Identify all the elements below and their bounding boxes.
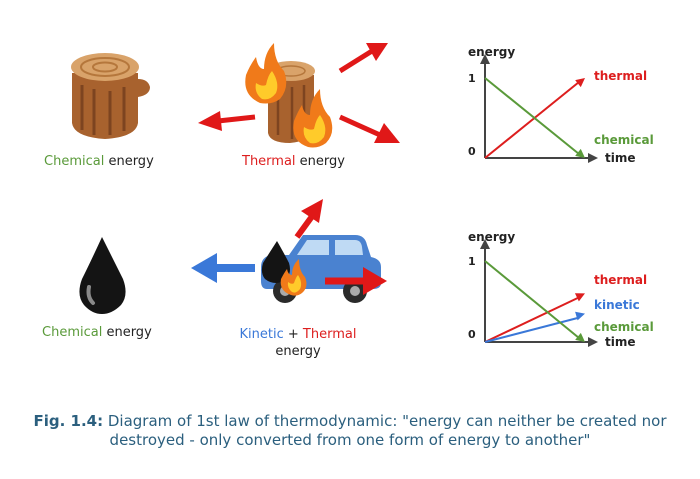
graph2-series-chemical bbox=[485, 261, 579, 338]
oil-energy-label: Chemical energy bbox=[42, 325, 152, 340]
car-energy-plus: + bbox=[284, 327, 303, 342]
graph1-y-axis-label: energy bbox=[468, 45, 515, 59]
car-energy-label: Kinetic + Thermal energy bbox=[236, 326, 360, 360]
oil-energy-type: Chemical bbox=[42, 325, 102, 340]
graph1-label-thermal: thermal bbox=[594, 69, 647, 83]
graph1-tick-origin: 0 bbox=[468, 145, 476, 158]
energy-graph-2: energy 1 0 time thermal kinetic chemical bbox=[430, 225, 670, 360]
oil-energy-word: energy bbox=[102, 325, 151, 340]
caption-text: Diagram of 1st law of thermodynamic: "en… bbox=[103, 412, 666, 449]
burning-log-diagram bbox=[190, 35, 405, 155]
graph1-arrowhead-chemical bbox=[575, 149, 585, 158]
graph2-tick-origin: 0 bbox=[468, 328, 476, 341]
oil-drop-icon bbox=[75, 235, 130, 315]
energy-graph-1: energy 1 0 time thermal chemical bbox=[430, 40, 670, 175]
car-energy-thermal: Thermal bbox=[303, 327, 357, 342]
graph1-series-thermal bbox=[485, 82, 579, 158]
car-diagram bbox=[185, 195, 400, 320]
wood-energy-type: Chemical bbox=[44, 154, 104, 169]
wood-energy-word: energy bbox=[104, 154, 153, 169]
graph2-series-thermal bbox=[485, 297, 579, 342]
kinetic-arrow-icon bbox=[191, 253, 255, 283]
wood-log-icon bbox=[60, 45, 155, 145]
graph2-arrowhead-thermal bbox=[575, 293, 585, 301]
graph1-x-axis-label: time bbox=[605, 151, 636, 165]
graph2-series-kinetic bbox=[485, 318, 579, 342]
graph2-label-chemical: chemical bbox=[594, 320, 654, 334]
car-energy-word: energy bbox=[275, 344, 320, 359]
fire-energy-type: Thermal bbox=[242, 154, 296, 169]
graph1-series-chemical bbox=[485, 78, 579, 154]
graph2-label-kinetic: kinetic bbox=[594, 298, 640, 312]
fire-energy-word: energy bbox=[296, 154, 345, 169]
wood-energy-label: Chemical energy bbox=[44, 154, 154, 169]
graph1-tick-top: 1 bbox=[468, 72, 476, 85]
flame-icon bbox=[245, 43, 286, 104]
caption-prefix: Fig. 1.4: bbox=[33, 412, 103, 430]
graph1-label-chemical: chemical bbox=[594, 133, 654, 147]
figure-caption: Fig. 1.4: Diagram of 1st law of thermody… bbox=[30, 412, 670, 450]
graph2-label-thermal: thermal bbox=[594, 273, 647, 287]
graph1-arrowhead-thermal bbox=[575, 78, 585, 87]
car-energy-kinetic: Kinetic bbox=[240, 327, 284, 342]
graph2-tick-top: 1 bbox=[468, 255, 476, 268]
graph2-arrowhead-chemical bbox=[575, 333, 585, 342]
graph2-x-axis-label: time bbox=[605, 335, 636, 349]
fire-energy-label: Thermal energy bbox=[242, 154, 345, 169]
graph2-y-axis-label: energy bbox=[468, 230, 515, 244]
